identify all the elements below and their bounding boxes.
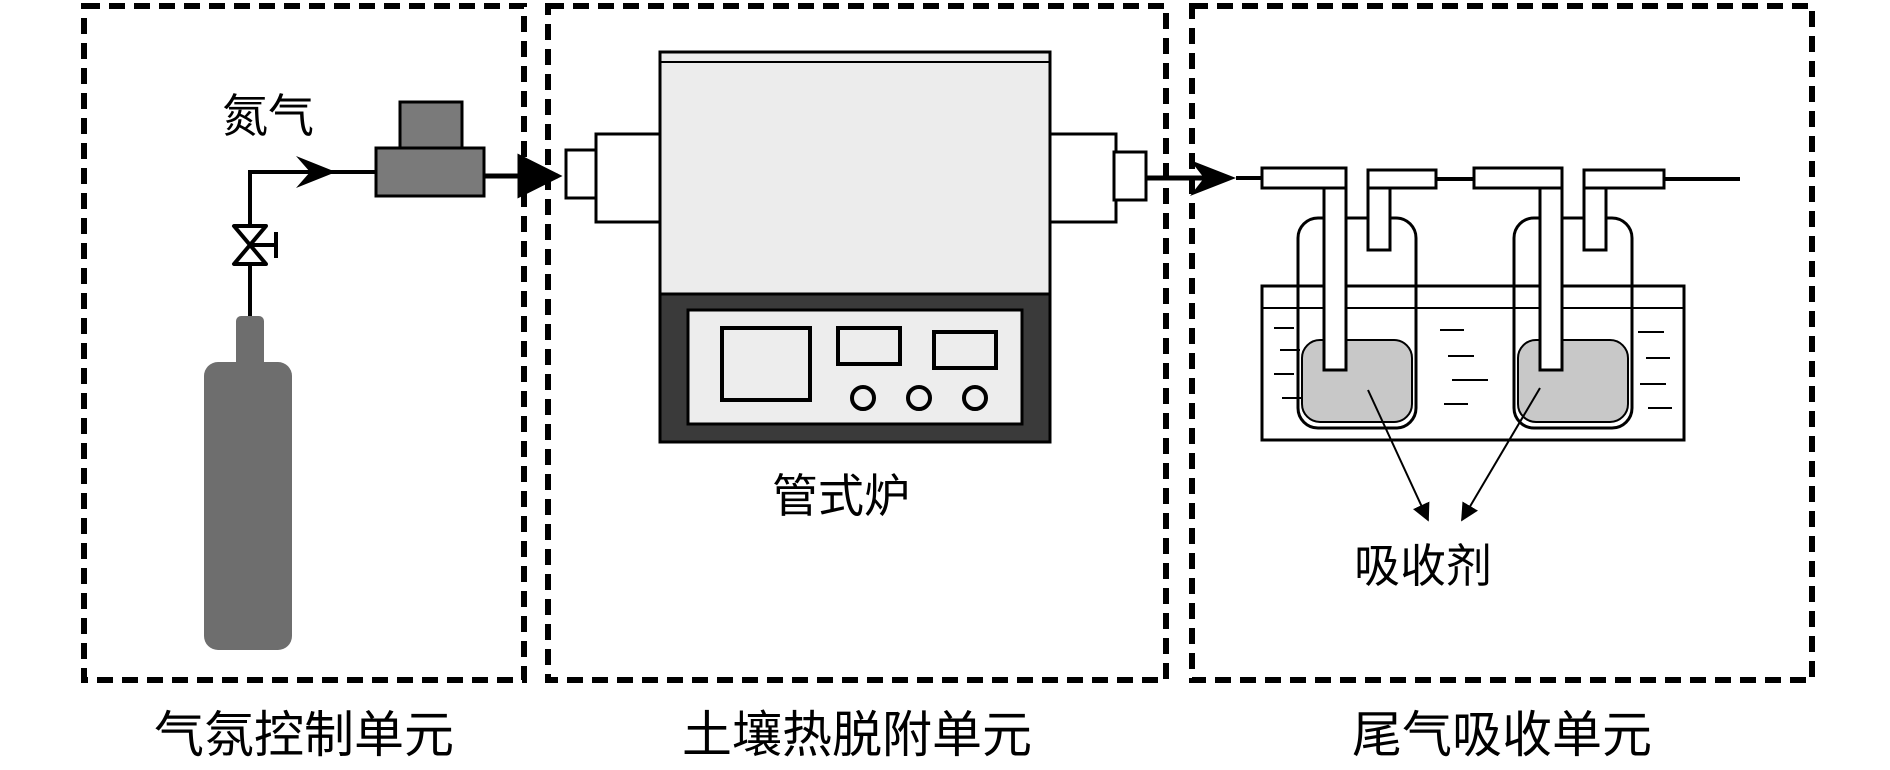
absorption-bottle-icon	[1472, 166, 1740, 430]
absorbent-pointer-2	[1461, 387, 1541, 522]
thermal-desorption-unit-label: 土壤热脱附单元	[682, 706, 1032, 764]
tail-gas-unit-label: 尾气吸收单元	[1352, 706, 1652, 764]
valve-icon	[232, 224, 278, 266]
gas-cylinder-icon	[204, 316, 292, 650]
tail-gas-box	[1189, 3, 1815, 683]
absorbent-label: 吸收剂	[1354, 539, 1492, 593]
tube-furnace-icon	[564, 50, 1148, 444]
gas-control-unit-label: 气氛控制单元	[154, 706, 454, 764]
thermal-desorption-box	[545, 3, 1169, 683]
gas-control-box	[81, 3, 527, 683]
absorbent-pointer-1	[1367, 389, 1430, 522]
nitrogen-label: 氮气	[222, 89, 314, 143]
flow-meter-icon	[374, 100, 486, 198]
absorption-bottle-icon	[1260, 166, 1474, 430]
flow-arrow-head	[296, 156, 336, 188]
tube-furnace-label: 管式炉	[772, 469, 910, 523]
